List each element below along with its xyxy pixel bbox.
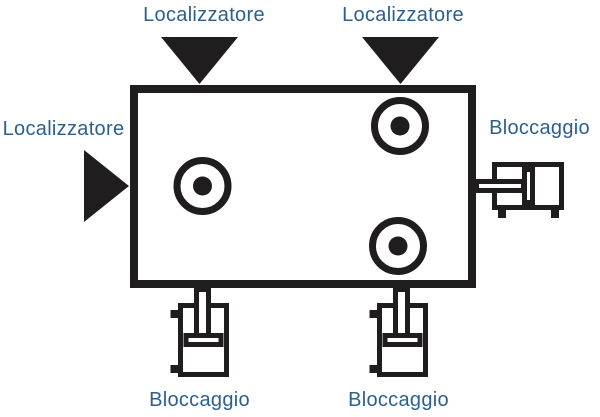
support-button-left	[173, 157, 232, 215]
locator-pin-left-icon	[84, 150, 129, 222]
clamp-rod	[393, 287, 410, 340]
label-clamp-right: Bloccaggio	[489, 117, 590, 139]
support-button-bottom-right	[369, 217, 427, 275]
clamp-right-cylinder	[474, 162, 564, 218]
label-locator-top-right: Localizzatore	[342, 4, 464, 26]
label-clamp-bottom-left: Bloccaggio	[149, 389, 250, 411]
support-dot-icon	[388, 236, 408, 256]
support-dot-icon	[390, 116, 410, 136]
label-locator-top-left: Localizzatore	[143, 4, 265, 26]
clamp-piston	[522, 167, 535, 205]
support-button-top-right	[371, 97, 429, 155]
clamp-piston	[382, 333, 423, 347]
clamp-foot-icon	[369, 365, 379, 373]
clamp-bottom-right-cylinder	[369, 287, 428, 377]
clamp-bottom-left-cylinder	[170, 287, 229, 377]
locator-pin-top-left-icon	[161, 37, 238, 84]
clamp-foot-icon	[498, 209, 506, 218]
clamp-rod	[474, 179, 526, 193]
label-locator-left: Localizzatore	[2, 118, 125, 140]
locator-pin-top-right-icon	[362, 37, 439, 84]
clamp-foot-icon	[170, 310, 180, 318]
label-clamp-bottom-right: Bloccaggio	[348, 389, 449, 411]
clamp-foot-icon	[551, 209, 559, 218]
support-dot-icon	[193, 176, 212, 196]
clamp-foot-icon	[369, 310, 379, 318]
clamp-rod	[194, 287, 211, 340]
clamp-piston	[183, 333, 224, 347]
clamp-foot-icon	[170, 365, 180, 373]
